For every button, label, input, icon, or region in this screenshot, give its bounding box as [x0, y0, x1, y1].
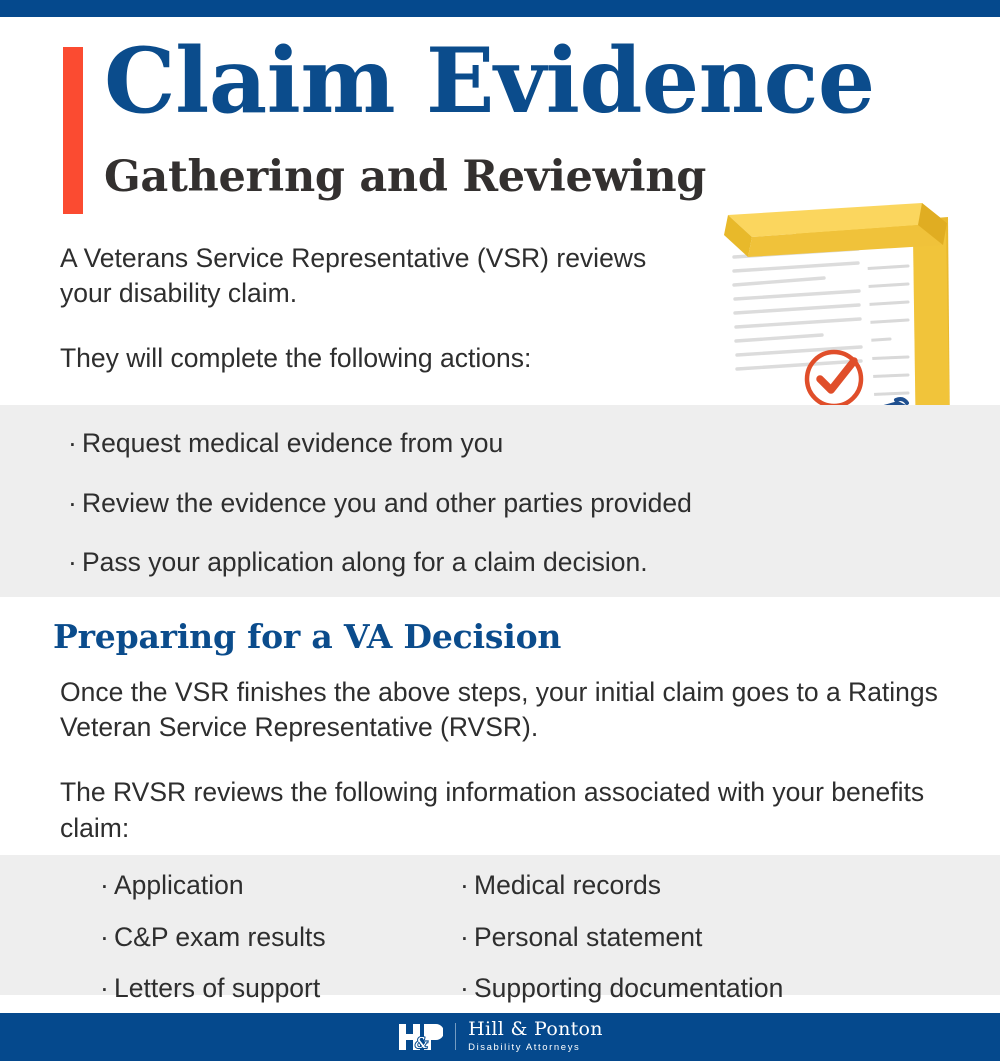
page-title: Claim Evidence [104, 28, 875, 134]
list-item: ·Request medical evidence from you [68, 430, 908, 457]
red-accent-bar [63, 47, 83, 214]
bullet-icon: · [68, 547, 77, 577]
logo-text-block: Hill & Ponton Disability Attorneys [468, 1018, 603, 1054]
list-item: ·Letters of support [100, 975, 460, 1002]
logo-divider [455, 1023, 457, 1051]
list-item-label: C&P exam results [114, 921, 326, 952]
bullet-icon: · [100, 921, 109, 952]
list-item-label: Review the evidence you and other partie… [82, 487, 692, 518]
bullet-icon: · [68, 487, 77, 518]
list-item-label: Letters of support [114, 973, 321, 1003]
actions-band [0, 405, 1000, 597]
section-heading-va-decision: Preparing for a VA Decision [53, 617, 562, 656]
bullet-icon: · [460, 870, 469, 900]
brand-logo[interactable]: & & Hill & Ponton Disability Attorneys [397, 1018, 603, 1054]
bullet-icon: · [100, 973, 109, 1003]
svg-text:&: & [415, 1034, 428, 1052]
list-item-label: Pass your application along for a claim … [82, 547, 648, 577]
check-circle-icon [804, 349, 864, 409]
bullet-icon: · [460, 921, 469, 952]
list-item: ·Application [100, 872, 460, 899]
review-items-columns: ·Application ·C&P exam results ·Letters … [100, 872, 940, 1002]
header-section: Claim Evidence Gathering and Reviewing A… [0, 17, 1000, 459]
firm-tagline: Disability Attorneys [468, 1042, 581, 1054]
list-item: ·Supporting documentation [460, 975, 820, 1002]
firm-name: Hill & Ponton [468, 1018, 603, 1041]
review-column-left: ·Application ·C&P exam results ·Letters … [100, 872, 460, 1002]
section-paragraph-2: The RVSR reviews the following informati… [60, 777, 925, 843]
list-item-label: Application [114, 870, 244, 900]
intro-paragraph-1: A Veterans Service Representative (VSR) … [60, 243, 647, 309]
list-item: ·Medical records [460, 872, 820, 899]
list-item: ·C&P exam results [100, 921, 460, 952]
hp-monogram-icon: & & [399, 1023, 444, 1053]
footer-bar: & & Hill & Ponton Disability Attorneys [0, 1013, 1000, 1061]
list-item-label: Supporting documentation [474, 973, 784, 1003]
top-blue-bar [0, 0, 1000, 17]
review-items-band [0, 855, 1000, 995]
page-subtitle: Gathering and Reviewing [104, 152, 707, 202]
list-item: ·Pass your application along for a claim… [68, 549, 908, 576]
bullet-icon: · [100, 870, 109, 900]
svg-text:&: & [415, 1034, 428, 1052]
bullet-icon: · [460, 973, 469, 1003]
section-paragraph-1: Once the VSR finishes the above steps, y… [60, 677, 938, 743]
intro-paragraphs: A Veterans Service Representative (VSR) … [60, 241, 680, 377]
section-two-paragraphs: Once the VSR finishes the above steps, y… [60, 675, 940, 846]
intro-paragraph-2: They will complete the following actions… [60, 343, 532, 374]
review-column-right: ·Medical records ·Personal statement ·Su… [460, 872, 820, 1002]
bullet-icon: · [68, 428, 77, 458]
list-item-label: Medical records [474, 870, 662, 900]
actions-list: ·Request medical evidence from you ·Revi… [68, 430, 908, 576]
list-item-label: Request medical evidence from you [82, 428, 504, 458]
list-item: ·Personal statement [460, 921, 820, 952]
list-item: ·Review the evidence you and other parti… [68, 487, 908, 518]
list-item-label: Personal statement [474, 921, 703, 952]
